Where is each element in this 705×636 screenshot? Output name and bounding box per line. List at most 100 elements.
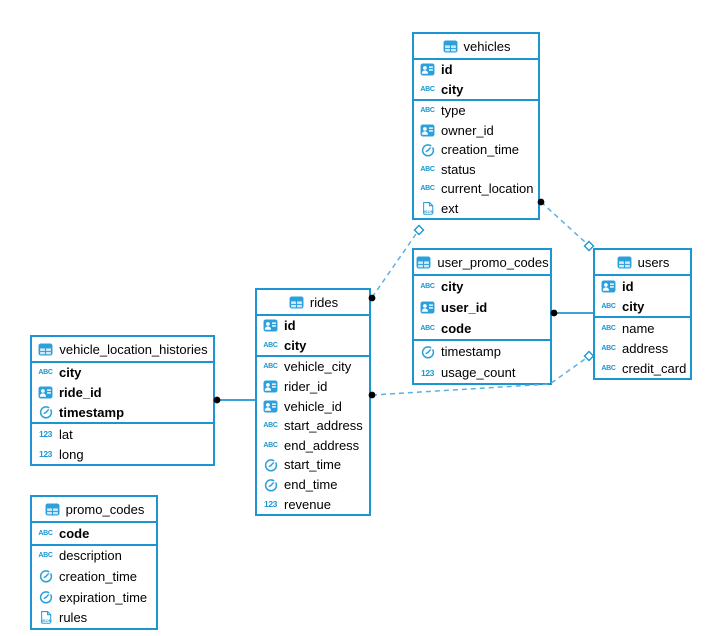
table-icon <box>415 256 432 269</box>
column-row[interactable]: ABC name <box>595 318 690 338</box>
uuid-icon <box>419 124 436 137</box>
column-section: ABC type owner_id creation_time ABC stat… <box>414 101 538 218</box>
number-icon: 123 <box>264 499 277 510</box>
column-name: ride_id <box>59 385 102 401</box>
column-name: status <box>441 161 476 177</box>
text-icon: ABC <box>263 441 278 449</box>
column-row[interactable]: expiration_time <box>32 587 156 608</box>
json-icon <box>419 201 436 216</box>
time-icon <box>262 478 279 492</box>
column-row[interactable]: 123 lat <box>32 424 213 444</box>
column-name: end_time <box>284 477 338 493</box>
column-row[interactable]: creation_time <box>32 566 156 587</box>
column-row[interactable]: user_id <box>414 297 550 318</box>
uuid-icon <box>600 280 617 293</box>
column-row[interactable]: ABC end_address <box>257 436 369 456</box>
column-row[interactable]: ABC vehicle_city <box>257 357 369 377</box>
table-vehicles[interactable]: vehicles id ABC city ABC type owner_id <box>412 32 540 220</box>
column-row[interactable]: ABC city <box>257 336 369 356</box>
column-row[interactable]: rider_id <box>257 377 369 397</box>
text-icon: ABC <box>601 302 616 310</box>
column-row[interactable]: ABC city <box>414 276 550 297</box>
column-name: address <box>622 340 669 356</box>
column-name: rider_id <box>284 379 328 395</box>
table-header[interactable]: rides <box>257 290 369 316</box>
column-row[interactable]: ABC type <box>414 101 538 121</box>
column-row[interactable]: owner_id <box>414 121 538 141</box>
table-header[interactable]: users <box>595 250 690 276</box>
column-row[interactable]: vehicle_id <box>257 396 369 416</box>
column-row[interactable]: creation_time <box>414 140 538 160</box>
column-row[interactable]: ABC current_location <box>414 179 538 199</box>
column-row[interactable]: 123 long <box>32 444 213 464</box>
column-section: ABC vehicle_city rider_id vehicle_id ABC… <box>257 357 369 514</box>
table-promo-codes[interactable]: promo_codes ABC code ABC description cre… <box>30 495 158 630</box>
column-row[interactable]: ABC code <box>414 318 550 339</box>
column-name: end_address <box>284 437 360 453</box>
column-row[interactable]: ABC status <box>414 160 538 180</box>
column-row[interactable]: ABC description <box>32 546 156 567</box>
column-row[interactable]: id <box>257 316 369 336</box>
table-title: user_promo_codes <box>437 254 549 270</box>
column-row[interactable]: ABC city <box>32 363 213 383</box>
column-name: usage_count <box>441 365 516 380</box>
uuid-icon <box>262 380 279 393</box>
column-row[interactable]: ABC start_address <box>257 416 369 436</box>
column-row[interactable]: ABC address <box>595 338 690 358</box>
column-name: code <box>441 321 472 336</box>
text-icon: ABC <box>263 363 278 371</box>
text-icon: ABC <box>38 369 53 377</box>
column-name: timestamp <box>441 344 501 359</box>
table-rides[interactable]: rides id ABC city ABC vehicle_city rider… <box>255 288 371 516</box>
column-row[interactable]: timestamp <box>32 403 213 423</box>
primary-key-section: id ABC city <box>257 316 369 358</box>
uuid-icon <box>419 301 436 314</box>
column-row[interactable]: end_time <box>257 475 369 495</box>
table-header[interactable]: vehicles <box>414 34 538 60</box>
primary-key-section: id ABC city <box>595 276 690 318</box>
column-row[interactable]: rules <box>32 607 156 628</box>
endpoint-diamond <box>413 224 425 236</box>
text-icon: ABC <box>420 165 435 173</box>
relationship-vlh-rides <box>213 396 256 404</box>
text-icon: ABC <box>601 324 616 332</box>
column-name: city <box>441 279 464 294</box>
column-name: code <box>59 525 90 541</box>
table-users[interactable]: users id ABC city ABC name ABC address A… <box>593 248 692 380</box>
column-row[interactable]: ABC code <box>32 523 156 544</box>
table-title: promo_codes <box>65 501 145 517</box>
column-row[interactable]: ABC city <box>595 296 690 316</box>
column-row[interactable]: ext <box>414 199 538 219</box>
column-name: city <box>622 298 645 314</box>
table-vehicle-location-histories[interactable]: vehicle_location_histories ABC city ride… <box>30 335 215 466</box>
column-row[interactable]: 123 revenue <box>257 494 369 514</box>
column-row[interactable]: start_time <box>257 455 369 475</box>
primary-key-section: ABC city user_id ABC code <box>414 276 550 341</box>
column-row[interactable]: ride_id <box>32 383 213 403</box>
column-section: 123 lat 123 long <box>32 424 213 464</box>
column-name: creation_time <box>441 142 520 158</box>
text-icon: ABC <box>420 85 435 93</box>
column-name: user_id <box>441 300 488 315</box>
time-icon <box>419 345 436 359</box>
relationship-upc-users <box>550 309 594 317</box>
uuid-icon <box>37 386 54 399</box>
table-header[interactable]: promo_codes <box>32 497 156 523</box>
table-header[interactable]: vehicle_location_histories <box>32 337 213 363</box>
column-name: owner_id <box>441 122 494 138</box>
column-row[interactable]: ABC city <box>414 80 538 100</box>
column-row[interactable]: timestamp <box>414 341 550 362</box>
primary-key-section: ABC code <box>32 523 156 546</box>
uuid-icon <box>262 319 279 332</box>
number-icon: 123 <box>39 429 52 440</box>
table-user-promo-codes[interactable]: user_promo_codes ABC city user_id ABC co… <box>412 248 552 385</box>
table-header[interactable]: user_promo_codes <box>414 250 550 276</box>
column-row[interactable]: ABC credit_card <box>595 358 690 378</box>
column-name: id <box>622 278 634 294</box>
column-name: start_address <box>284 418 363 434</box>
column-name: city <box>59 365 82 381</box>
column-row[interactable]: id <box>414 60 538 80</box>
column-row[interactable]: id <box>595 276 690 296</box>
column-row[interactable]: 123 usage_count <box>414 362 550 383</box>
